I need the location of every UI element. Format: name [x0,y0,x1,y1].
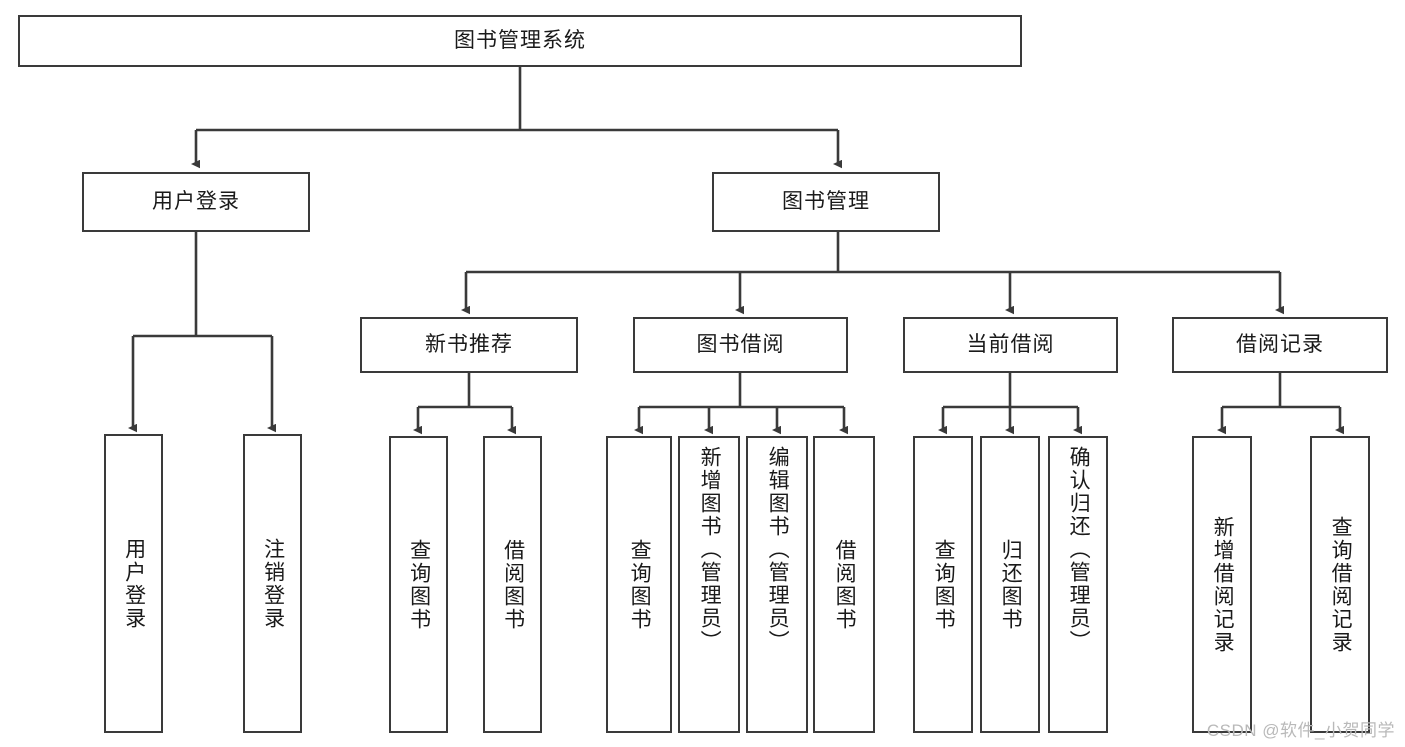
node-label: 用户登录 [152,190,240,214]
leaf-query-borrow-record[interactable]: 查询借阅记录 [1310,436,1370,733]
leaf-recommend-borrow-book[interactable]: 借阅图书 [483,436,542,733]
node-current-borrow[interactable]: 当前借阅 [903,317,1118,373]
leaf-confirm-return-admin[interactable]: 确认归还（管理员） [1048,436,1108,733]
node-label: 新增借阅记录 [1211,515,1235,654]
leaf-add-book-admin[interactable]: 新增图书（管理员） [678,436,740,733]
node-label: 借阅记录 [1236,333,1324,357]
node-label: 当前借阅 [966,333,1055,357]
watermark: CSDN @软件_小贺同学 [1206,721,1395,740]
leaf-logout-login[interactable]: 注销登录 [243,434,302,733]
node-label: 借阅图书 [501,538,525,631]
node-label: 查询图书 [407,538,431,631]
node-label: 图书借阅 [696,333,785,357]
node-new-book-recommend[interactable]: 新书推荐 [360,317,578,373]
node-book-borrow[interactable]: 图书借阅 [633,317,848,373]
leaf-borrow-book[interactable]: 借阅图书 [813,436,875,733]
leaf-current-query-book[interactable]: 查询图书 [913,436,973,733]
leaf-return-book[interactable]: 归还图书 [980,436,1040,733]
node-book-management[interactable]: 图书管理 [712,172,940,232]
leaf-add-borrow-record[interactable]: 新增借阅记录 [1192,436,1252,733]
node-label: 查询图书 [628,538,652,631]
node-label: 图书管理 [782,190,870,214]
node-label: 新增图书（管理员） [698,446,722,653]
node-label: 借阅图书 [833,538,857,631]
node-user-login[interactable]: 用户登录 [82,172,310,232]
leaf-borrow-query-book[interactable]: 查询图书 [606,436,672,733]
node-label: 查询借阅记录 [1329,515,1353,654]
node-label: 归还图书 [999,538,1023,631]
node-label: 注销登录 [261,537,285,630]
leaf-user-login[interactable]: 用户登录 [104,434,163,733]
node-label: 图书管理系统 [454,29,586,53]
node-borrow-record[interactable]: 借阅记录 [1172,317,1388,373]
node-label: 确认归还（管理员） [1067,446,1091,653]
node-label: 新书推荐 [425,333,513,357]
leaf-edit-book-admin[interactable]: 编辑图书（管理员） [746,436,808,733]
node-label: 用户登录 [122,537,146,630]
node-label: 查询图书 [932,538,956,631]
node-label: 编辑图书（管理员） [766,446,790,653]
node-root-book-management-system[interactable]: 图书管理系统 [18,15,1022,67]
leaf-recommend-query-book[interactable]: 查询图书 [389,436,448,733]
